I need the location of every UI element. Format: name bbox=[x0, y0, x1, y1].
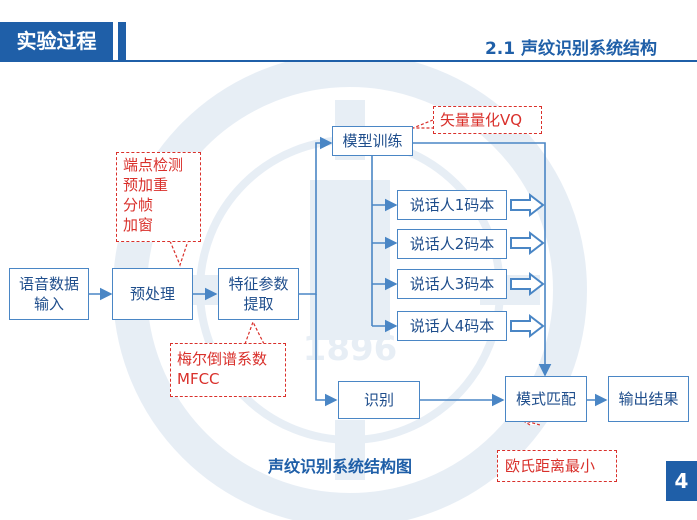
speaker-codebook-1: 说话人1码本 bbox=[397, 190, 507, 220]
header-bar bbox=[0, 22, 697, 62]
speaker-codebook-2: 说话人2码本 bbox=[397, 229, 507, 259]
title-accent-bar bbox=[118, 22, 126, 60]
section-title: 实验过程 bbox=[0, 22, 113, 60]
recognition-box: 识别 bbox=[338, 381, 420, 419]
slide-subtitle: 2.1 声纹识别系统结构 bbox=[484, 39, 657, 59]
speaker-codebook-4: 说话人4码本 bbox=[397, 311, 507, 341]
preprocess-note: 端点检测 预加重 分帧 加窗 bbox=[116, 152, 201, 242]
speaker4-block-arrow bbox=[510, 313, 545, 339]
speaker-codebook-3: 说话人3码本 bbox=[397, 269, 507, 299]
feature-note: 梅尔倒谱系数 MFCC bbox=[170, 343, 286, 397]
speaker3-block-arrow bbox=[510, 271, 545, 297]
speaker1-block-arrow bbox=[510, 192, 545, 218]
training-note: 矢量量化VQ bbox=[433, 106, 542, 134]
pattern-matching-box: 模式匹配 bbox=[505, 376, 587, 422]
seal-year: 1896 bbox=[303, 329, 398, 369]
model-training-box: 模型训练 bbox=[332, 126, 413, 156]
feature-extraction-box: 特征参数 提取 bbox=[218, 268, 299, 320]
matching-note: 欧氏距离最小 bbox=[497, 450, 617, 482]
diagram-caption: 声纹识别系统结构图 bbox=[268, 457, 413, 476]
header-divider bbox=[0, 60, 697, 62]
preprocess-box: 预处理 bbox=[112, 268, 193, 320]
page-number: 4 bbox=[666, 461, 697, 501]
output-box: 输出结果 bbox=[608, 376, 689, 422]
input-box: 语音数据 输入 bbox=[9, 268, 89, 320]
speaker2-block-arrow bbox=[510, 230, 545, 256]
